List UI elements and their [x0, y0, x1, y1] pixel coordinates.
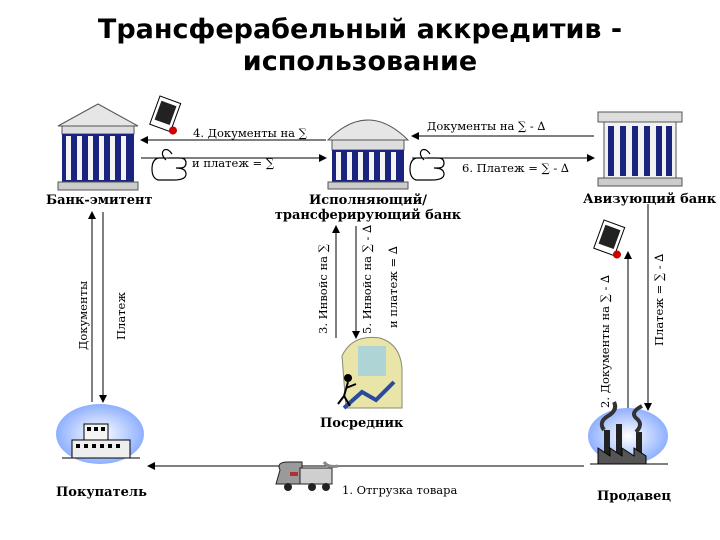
label-invoice-5-payment: и платеж = ∆	[386, 246, 400, 328]
page-title: Трансферабельный аккредитив - использова…	[0, 14, 720, 78]
node-advising-bank: Авизующий банк	[583, 192, 717, 207]
label-payment-issuer: и платеж = ∑	[192, 156, 275, 170]
label-docs-to-issuer: 4. Документы на ∑	[193, 126, 307, 140]
label-payment-to-advising: 6. Платеж = ∑ - ∆	[462, 161, 569, 175]
title-line-2: использование	[242, 46, 478, 77]
label-invoice-5: 5. Инвойс на ∑ - ∆	[360, 224, 374, 334]
bank-building-icon	[326, 119, 410, 190]
label-docs-buyer: Документы	[76, 280, 90, 350]
node-executing-bank-line2: трансферирующий банк	[274, 208, 462, 223]
node-issuing-bank: Банк-эмитент	[46, 193, 153, 208]
label-docs-2: 2. Документы на ∑ - ∆	[598, 274, 612, 408]
node-intermediary: Посредник	[320, 416, 404, 431]
label-payment-seller: Платеж = ∑ - ∆	[652, 253, 666, 346]
hand-pointing-icon	[151, 148, 187, 181]
truck-icon	[275, 461, 339, 491]
node-executing-bank: Исполняющий/ трансферирующий банк	[256, 193, 480, 223]
title-line-1: Трансферабельный аккредитив -	[97, 14, 623, 45]
factory-icon	[588, 401, 668, 465]
node-buyer: Покупатель	[56, 485, 147, 500]
node-executing-bank-line1: Исполняющий/	[308, 193, 428, 208]
hand-pointing-icon	[409, 148, 445, 181]
label-docs-from-advising: Документы на ∑ - ∆	[427, 119, 546, 133]
document-stamp-icon	[593, 219, 626, 259]
node-seller: Продавец	[597, 489, 672, 504]
document-stamp-icon	[149, 95, 182, 135]
office-building-icon	[56, 404, 144, 464]
bank-building-icon	[57, 103, 139, 191]
label-payment-buyer: Платеж	[114, 292, 128, 340]
bank-building-icon	[597, 111, 683, 187]
person-intermediary-icon	[337, 336, 403, 410]
label-invoice-3: 3. Инвойс на ∑	[316, 244, 330, 334]
label-shipment: 1. Отгрузка товара	[342, 483, 458, 497]
